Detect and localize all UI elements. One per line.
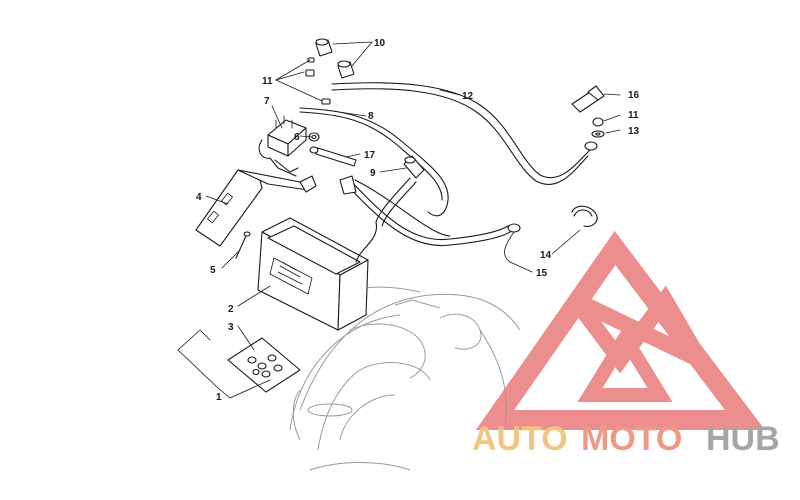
cap-16-assembly [571, 85, 605, 138]
callout-12: 12 [462, 91, 474, 102]
watermark-moto: MOTO [581, 420, 682, 458]
ring-terminal [584, 141, 598, 151]
callout-15: 15 [536, 268, 548, 279]
leader-lines [177, 41, 621, 399]
battery-label [269, 257, 313, 295]
logo-inner-triangle [577, 324, 673, 402]
callout-6: 6 [294, 132, 300, 143]
negative-cable [339, 175, 521, 247]
watermark-logo [475, 230, 766, 430]
callout-13: 13 [628, 126, 640, 137]
callout-11-right: 11 [628, 110, 639, 121]
relay-wire [299, 107, 449, 217]
positive-cable [355, 155, 425, 263]
callout-labels: 1 2 3 4 5 6 7 8 9 10 11 11 12 13 14 15 1… [196, 38, 640, 403]
callout-5: 5 [210, 265, 216, 276]
callout-8: 8 [368, 111, 374, 122]
callout-16: 16 [628, 90, 640, 101]
fuse-cap [308, 132, 320, 142]
battery-tray [227, 337, 301, 393]
watermark-text: AUTO MOTO HUB [472, 420, 780, 458]
bolt [235, 231, 251, 259]
battery-bracket [195, 169, 317, 247]
battery [257, 217, 369, 331]
callout-9: 9 [370, 168, 376, 179]
callout-10: 10 [374, 38, 386, 49]
callout-7: 7 [264, 96, 270, 107]
callout-11-top: 11 [262, 76, 273, 87]
ground-strap [309, 146, 357, 167]
callout-3: 3 [228, 322, 234, 333]
main-cable [331, 82, 598, 185]
watermark-hub: HUB [706, 420, 780, 458]
callout-4: 4 [196, 192, 202, 203]
hose-clamp [571, 205, 598, 227]
starter-relay [258, 115, 307, 177]
logo-inner-m [568, 285, 721, 379]
watermark-auto: AUTO [472, 420, 568, 458]
callout-14: 14 [540, 250, 552, 261]
callout-1: 1 [216, 392, 222, 403]
callout-2: 2 [228, 304, 234, 315]
terminal-caps [305, 38, 355, 105]
callout-17: 17 [364, 150, 376, 161]
